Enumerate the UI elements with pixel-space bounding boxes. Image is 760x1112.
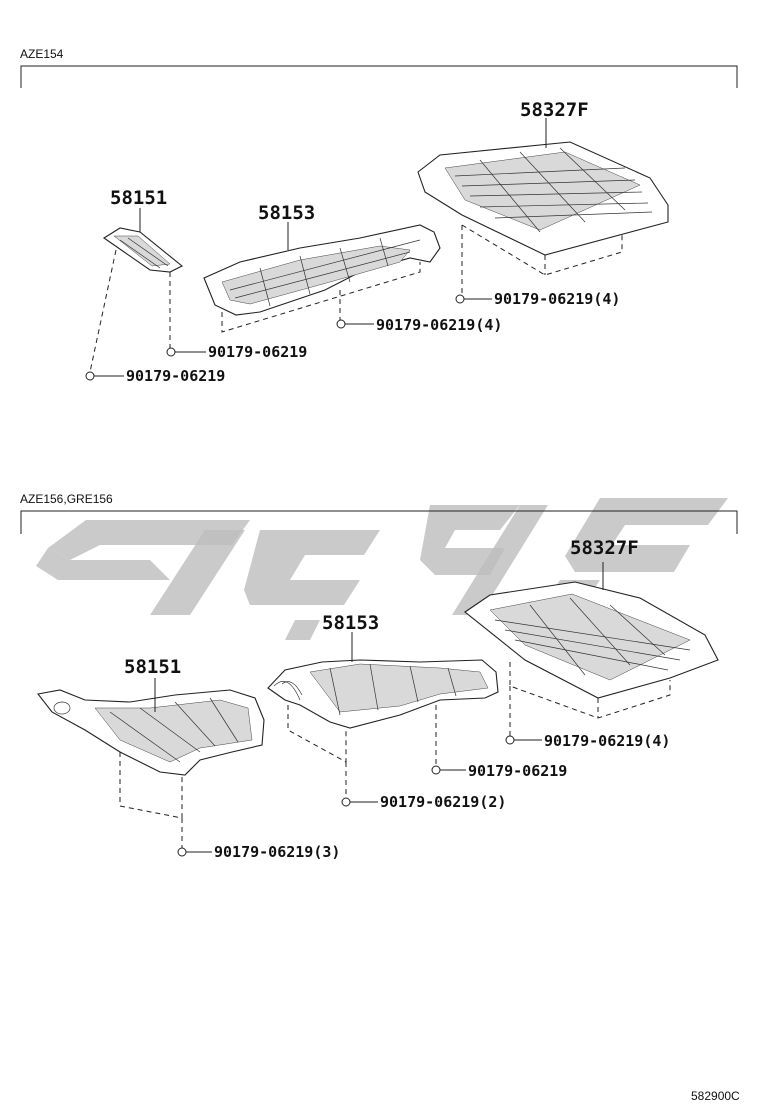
fastener-label: 90179-06219(4) [376,316,502,334]
front-floor-insulator [89,208,184,373]
clip-nut-icon [505,735,542,745]
center-floor-insulator [267,632,499,800]
clip-nut-icon [455,294,492,304]
rear-floor-insulator [417,118,669,296]
section-aze156-gre156: AZE156,GRE156 58327F [20,492,738,861]
section-label: AZE154 [20,47,64,61]
section-label: AZE156,GRE156 [20,492,113,506]
part-number-center: 58153 [258,202,315,224]
part-number-rear-floor: 58327F [570,537,639,559]
rear-floor-insulator [464,562,719,738]
fastener-label: 90179-06219 [468,762,567,780]
part-number-center: 58153 [322,612,379,634]
fastener-label: 90179-06219 [126,367,225,385]
section-bracket [20,510,738,534]
clip-nut-icon [85,371,124,381]
clip-nut-icon [336,319,374,329]
fastener-label: 90179-06219(4) [494,290,620,308]
fastener-label: 90179-06219(4) [544,732,670,750]
clip-nut-icon [341,797,378,807]
fastener-label: 90179-06219(2) [380,793,506,811]
part-number-rear-floor: 58327F [520,99,589,121]
part-number-front: 58151 [110,187,167,209]
section-bracket [20,65,738,88]
front-floor-insulator [37,678,265,848]
section-aze154: AZE154 58327F [20,47,738,385]
clip-nut-icon [177,847,212,857]
fastener-label: 90179-06219 [208,343,307,361]
center-floor-insulator [203,222,441,333]
clip-nut-icon [431,765,466,775]
fastener-label: 90179-06219(3) [214,843,340,861]
part-number-front: 58151 [124,656,181,678]
illustration-code: 582900C [691,1089,740,1103]
clip-nut-icon [166,347,206,357]
